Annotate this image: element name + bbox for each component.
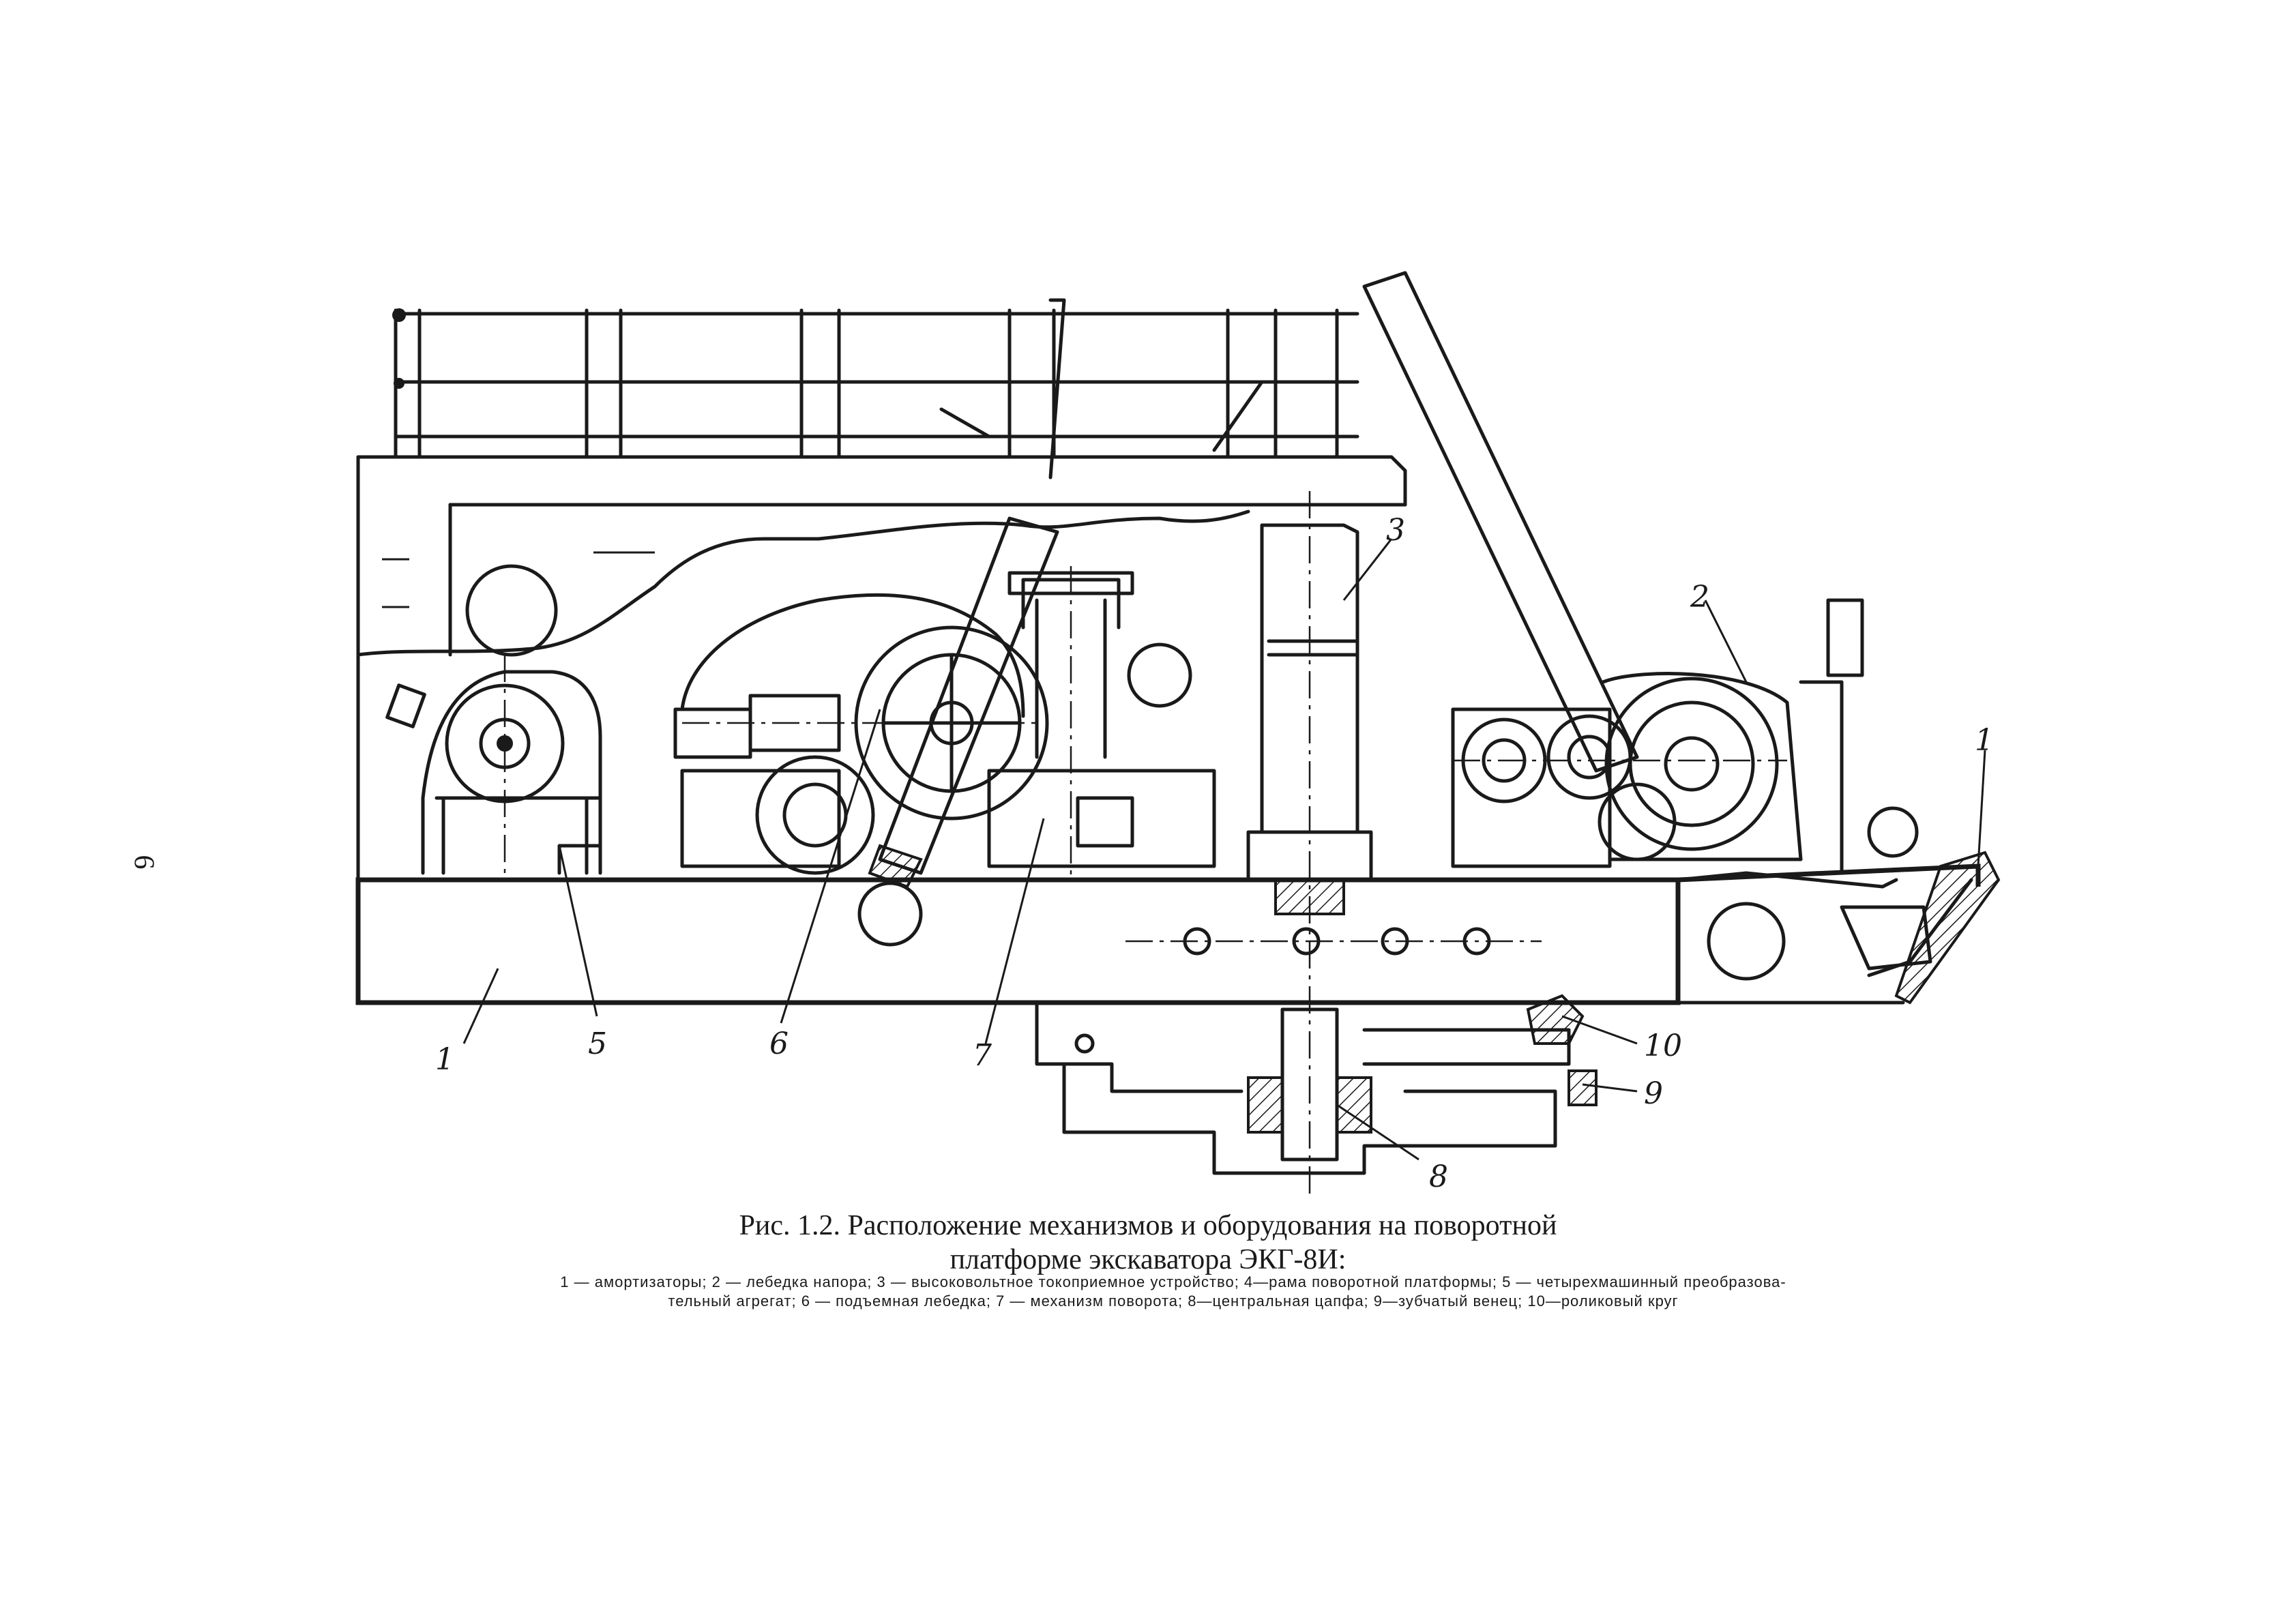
figure-legend: 1 — амортизаторы; 2 — лебедка напора; 3 … [368,1273,1978,1311]
figure-title-line-2: платформе экскаватора ЭКГ-8И: [950,1244,1346,1275]
callout-6: 6 [769,1026,789,1061]
crowd-winch [1451,598,1919,875]
leader-lines [462,538,1986,1161]
current-collector [1246,491,1373,1200]
callout-2: 2 [1690,580,1709,615]
figure-title: Рис. 1.2. Расположение механизмов и обор… [0,1209,2296,1277]
callout-1-right: 1 [1975,723,1994,758]
hoist-cable-column [868,298,1066,889]
slewing-assembly [1035,994,1598,1175]
figure-legend-line-2: тельный агрегат; 6 — подъемная лебедка; … [668,1292,1679,1310]
callout-9: 9 [1644,1076,1663,1111]
figure-legend-line-1: 1 — амортизаторы; 2 — лебедка напора; 3 … [560,1273,1786,1290]
figure-title-line-1: Рис. 1.2. Расположение механизмов и обор… [739,1210,1557,1241]
platform-frame [355,851,2001,1005]
converter-unit [385,655,602,875]
swing-mechanism [987,566,1216,880]
callout-3: 3 [1386,513,1405,548]
callout-1-bottom: 1 [435,1042,454,1077]
railings [392,308,1359,459]
callout-8: 8 [1429,1159,1448,1194]
housing [356,455,1407,882]
callout-7: 7 [973,1038,992,1073]
callout-5: 5 [588,1026,607,1061]
hoist-winch [673,593,1049,875]
callout-10: 10 [1644,1029,1682,1063]
boom-handle [1362,271,1639,773]
